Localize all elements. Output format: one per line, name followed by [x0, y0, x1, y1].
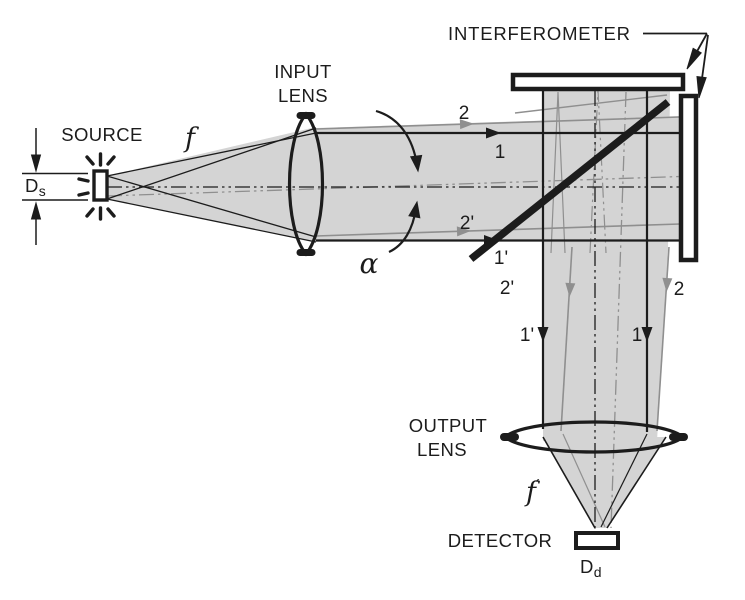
interferometer-mirror-right [678, 93, 699, 263]
source-label: SOURCE [61, 124, 143, 145]
ray-2p-line [315, 223, 681, 237]
source-cone-beam [107, 127, 316, 242]
focus-cone-beam [543, 437, 666, 528]
source-flash-w-upper [77, 177, 90, 183]
output-lens-label-line1: OUTPUT [409, 415, 487, 436]
detector-diameter-label: Dd [580, 556, 602, 580]
offaxis-ray-lines [106, 89, 681, 529]
ray-2-vertical-line [656, 246, 670, 432]
source-flash-w-lower [77, 191, 90, 197]
offaxis-optical-axis-vertical [610, 91, 627, 529]
input-focal-length-label: f [183, 123, 199, 154]
angle-annotation [375, 109, 424, 253]
input-lens-label-line1: INPUT [274, 61, 332, 82]
ray-1-vertical-label: 1 [632, 325, 643, 346]
source-diameter-label: Ds [25, 175, 46, 199]
detector-diameter-subscript: d [594, 564, 602, 580]
interferometer-mirror-top [510, 72, 686, 92]
output-focal-prime: ′ [536, 476, 540, 494]
ray-1p-label: 1' [494, 248, 508, 269]
cone-edge-bottom-1 [106, 175, 317, 238]
ray-2-vertical-label: 2 [674, 279, 685, 300]
pointer-arrow-left [682, 47, 702, 72]
interferometer-label: INTERFEROMETER [448, 23, 631, 44]
mirror-fold-ray-left [550, 91, 566, 254]
ray-2p-vertical-line [560, 246, 573, 432]
ray-1p-vertical-label: 1' [520, 325, 534, 346]
focus-edge-right [606, 436, 667, 529]
interferometer-components [468, 72, 699, 263]
focus-edge-left [542, 436, 596, 529]
source-flash-sw [85, 207, 95, 218]
focus-gray-ray [562, 433, 606, 528]
vertical-beam [543, 91, 670, 441]
output-focal-length-label: f′ [524, 476, 540, 508]
source-dimension [22, 128, 88, 245]
source-flash-ne [106, 155, 116, 166]
source-diameter-symbol: D [25, 175, 39, 196]
detector-element [574, 531, 620, 550]
cone-edge-bottom-2 [106, 198, 317, 243]
output-lens-label-line2: LENS [417, 439, 467, 460]
beamsplitter [468, 99, 671, 262]
ray-2p-vertical-label: 2' [500, 278, 514, 299]
ray-2-line [315, 116, 681, 130]
detector-diameter-symbol: D [580, 556, 594, 577]
ray-1-label: 1 [495, 142, 506, 163]
angle-alpha-label: α [360, 247, 379, 280]
interferometer-pointer [643, 32, 709, 100]
output-components [500, 420, 688, 550]
source-flash-se [106, 207, 116, 218]
ray-2p-label: 2' [460, 213, 474, 234]
input-lens-label-line2: LENS [278, 85, 328, 106]
ray-2-label: 2 [459, 103, 470, 124]
mirror-return-ray [514, 94, 668, 114]
source-diameter-subscript: s [39, 183, 46, 199]
source-emitter [92, 169, 109, 202]
dim-arrow-bottom [31, 202, 41, 220]
source-component [77, 152, 116, 221]
detector-label: DETECTOR [448, 530, 553, 551]
dim-arrow-top [31, 154, 41, 172]
text-labels: SOURCE Ds f INPUT LENS INTERFEROMETER 2 … [25, 23, 684, 580]
source-flash-nw [85, 155, 95, 166]
input-lens-component [287, 111, 325, 257]
